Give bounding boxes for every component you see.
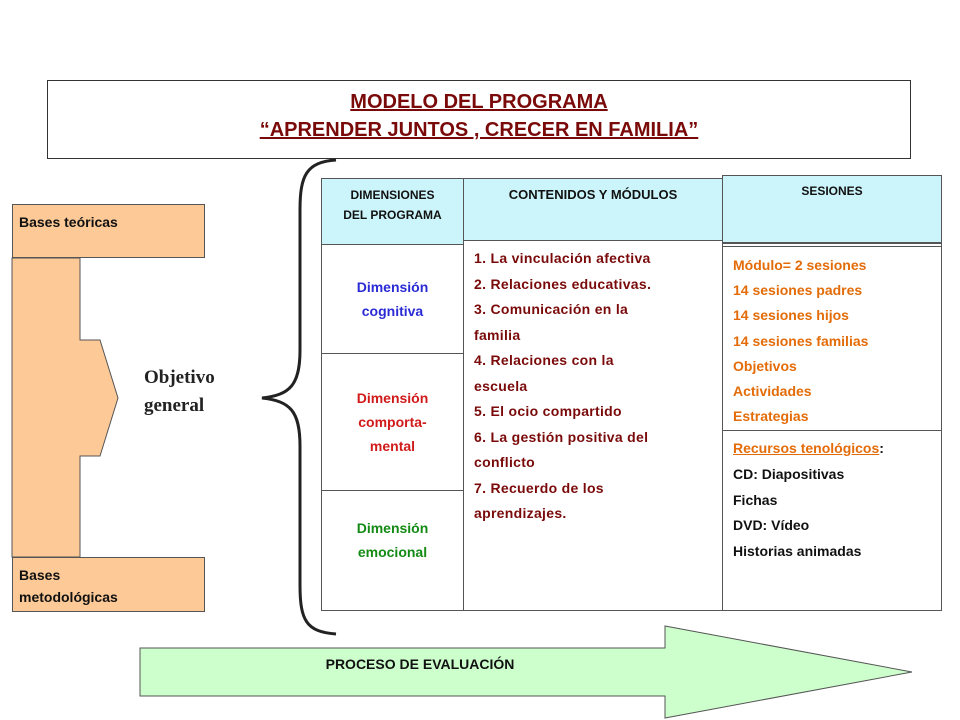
program-subtitle: “APRENDER JUNTOS , CRECER EN FAMILIA”: [259, 119, 699, 141]
bases-teoricas-label: Bases teóricas: [19, 214, 118, 230]
objetivo-line2: general: [144, 395, 205, 416]
bases-metodologicas-box: Bases metodológicas: [12, 557, 205, 612]
recursos-title-colon: :: [879, 440, 884, 456]
dimensiones-column: [321, 244, 464, 611]
contenido-line: 5. El ocio compartido: [474, 403, 622, 419]
contenido-line: 4. Relaciones con la: [474, 352, 614, 368]
dimension-comportamental-line3: mental: [369, 437, 416, 454]
sesion-line: Módulo= 2 sesiones: [733, 257, 867, 273]
sesiones-header: SESIONES: [722, 175, 942, 243]
contenido-line: 6. La gestión positiva del: [474, 428, 649, 445]
contenido-line: 2. Relaciones educativas.: [474, 275, 652, 292]
contenidos-header: CONTENIDOS Y MÓDULOS: [463, 178, 723, 241]
recurso-item: DVD: Vídeo: [733, 517, 810, 533]
curly-brace: [261, 158, 337, 636]
evaluation-arrow: [139, 625, 913, 719]
sesion-line: 14 sesiones padres: [733, 282, 863, 299]
contenido-line: 1. La vinculación afectiva: [474, 250, 651, 266]
recursos-title-text: Recursos tenológicos: [733, 440, 880, 456]
contenido-line: 3. Comunicación en la: [474, 301, 629, 317]
program-title-box: MODELO DEL PROGRAMA “APRENDER JUNTOS , C…: [47, 80, 911, 159]
proceso-evaluacion-label: PROCESO DE EVALUACIÓN: [325, 656, 515, 672]
recurso-item: CD: Diapositivas: [733, 466, 845, 482]
dimension-emocional: Dimensión emocional: [321, 490, 464, 590]
sesion-line: Objetivos: [733, 357, 797, 374]
bases-connector-arrow: [11, 257, 119, 558]
dimension-cognitiva-line1: Dimensión: [356, 278, 429, 295]
recursos-list: CD: Diapositivas Fichas DVD: Vídeo Histo…: [733, 462, 938, 564]
recurso-item: Fichas: [733, 491, 778, 508]
dimension-comportamental-line2: comporta-: [358, 413, 427, 430]
contenido-line: familia: [474, 326, 521, 343]
contenido-line: conflicto: [474, 454, 536, 470]
sesiones-box: Módulo= 2 sesiones 14 sesiones padres 14…: [722, 246, 942, 431]
objetivo-line1: Objetivo: [144, 367, 215, 388]
dimension-cognitiva-line2: cognitiva: [361, 302, 424, 319]
dimension-emocional-line1: Dimensión: [356, 520, 429, 536]
dimension-comportamental: Dimensión comporta- mental: [321, 353, 464, 491]
recurso-item: Historias animadas: [733, 542, 862, 559]
sesion-line: 14 sesiones hijos: [733, 307, 849, 324]
program-title: MODELO DEL PROGRAMA: [350, 91, 608, 113]
bases-metodologicas-line1: Bases: [19, 567, 61, 583]
contenido-line: escuela: [474, 377, 528, 394]
contenido-line: 7. Recuerdo de los: [474, 479, 604, 496]
dimension-comportamental-line1: Dimensión: [356, 389, 429, 406]
sesion-line: 14 sesiones familias: [733, 332, 869, 349]
sesion-line: Actividades: [733, 383, 812, 400]
sesion-line: Estrategias: [733, 408, 809, 425]
dimension-cognitiva: Dimensión cognitiva: [321, 244, 464, 354]
dimension-emocional-line2: emocional: [357, 544, 428, 560]
bases-metodologicas-line2: metodológicas: [19, 589, 118, 605]
dimensiones-header-line2: DEL PROGRAMA: [343, 208, 442, 222]
bases-teoricas-box: Bases teóricas: [12, 204, 205, 258]
objetivo-general-label: Objetivo general: [144, 364, 254, 420]
dimensiones-header-line1: DIMENSIONES: [350, 188, 435, 202]
contenidos-column: [463, 240, 723, 611]
contenidos-list: 1. La vinculación afectiva 2. Relaciones…: [474, 246, 714, 527]
recursos-title: Recursos tenológicos:: [733, 440, 938, 456]
contenido-line: aprendizajes.: [474, 505, 567, 521]
dimensiones-header: DIMENSIONES DEL PROGRAMA: [321, 178, 464, 245]
